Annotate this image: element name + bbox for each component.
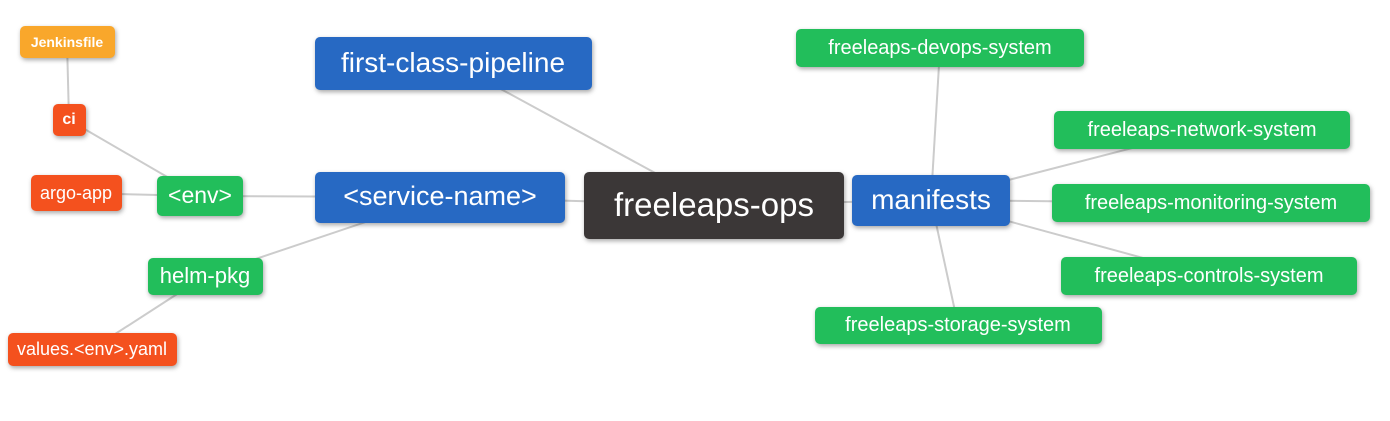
node-jenkinsfile[interactable]: Jenkinsfile <box>19 26 115 58</box>
node-label: argo-app <box>39 182 113 203</box>
node-label: manifests <box>871 183 991 215</box>
node-values-env-yaml[interactable]: values.<env>.yaml <box>7 332 177 366</box>
node-freeleaps-storage-system[interactable]: freeleaps-storage-system <box>814 306 1102 344</box>
node-label: freeleaps-monitoring-system <box>1084 191 1338 214</box>
node-label: values.<env>.yaml <box>16 338 168 359</box>
node-label: freeleaps-controls-system <box>1094 264 1324 287</box>
node-helm-pkg[interactable]: helm-pkg <box>147 257 263 295</box>
node-label: Jenkinsfile <box>30 33 104 50</box>
node-label: freeleaps-storage-system <box>845 313 1071 336</box>
node-manifests[interactable]: manifests <box>852 174 1010 226</box>
node-label: <env> <box>168 182 232 208</box>
node-label: <service-name> <box>343 181 537 211</box>
node-env[interactable]: <env> <box>157 176 243 216</box>
node-ci[interactable]: ci <box>52 104 86 136</box>
node-label: freeleaps-ops <box>614 186 814 223</box>
node-freeleaps-network-system[interactable]: freeleaps-network-system <box>1054 111 1350 149</box>
node-argo-app[interactable]: argo-app <box>30 175 122 211</box>
node-label: freeleaps-devops-system <box>828 36 1052 59</box>
node-freeleaps-controls-system[interactable]: freeleaps-controls-system <box>1061 257 1357 295</box>
node-label: first-class-pipeline <box>340 46 566 78</box>
node-label: helm-pkg <box>159 262 251 288</box>
node-freeleaps-devops-system[interactable]: freeleaps-devops-system <box>796 29 1084 67</box>
node-label: ci <box>62 110 76 128</box>
node-freeleaps-monitoring-system[interactable]: freeleaps-monitoring-system <box>1052 184 1370 222</box>
node-first-class-pipeline[interactable]: first-class-pipeline <box>314 36 592 90</box>
node-label: freeleaps-network-system <box>1087 118 1317 141</box>
node-service-name[interactable]: <service-name> <box>315 171 565 223</box>
node-freeleaps-ops[interactable]: freeleaps-ops <box>584 171 844 239</box>
